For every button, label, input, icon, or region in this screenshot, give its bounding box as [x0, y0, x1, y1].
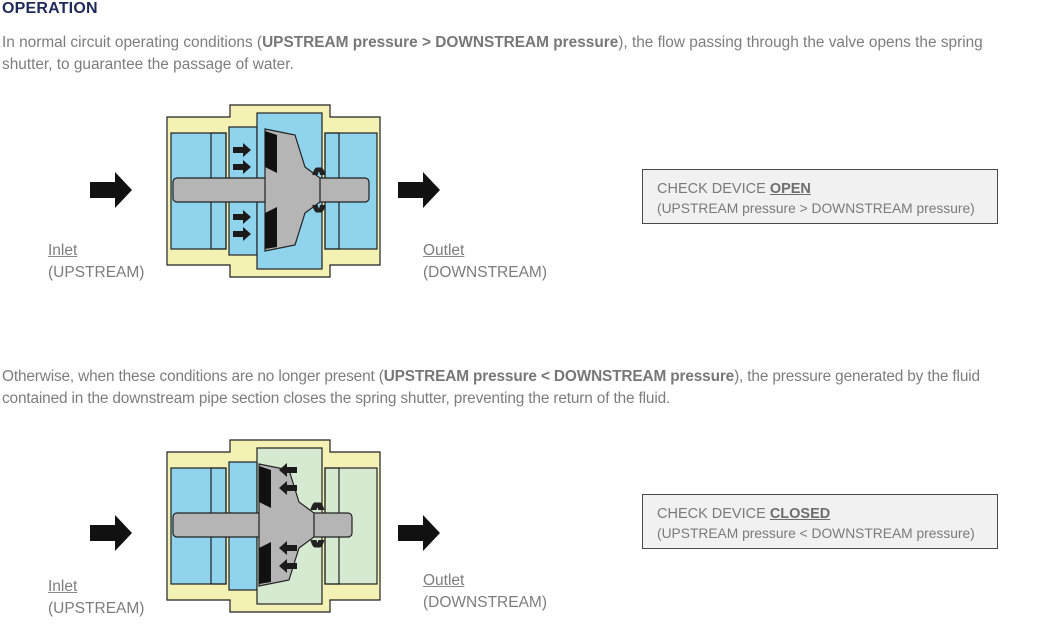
outlet-title: Outlet — [423, 242, 465, 259]
spring — [310, 502, 325, 548]
shutter-disc — [264, 128, 321, 252]
status-state: OPEN — [769, 181, 811, 197]
status-condition: (UPSTREAM pressure > DOWNSTREAM pressure… — [657, 201, 975, 216]
status-condition: (UPSTREAM pressure < DOWNSTREAM pressure… — [657, 526, 975, 541]
valve-diagram-open — [90, 104, 440, 278]
backflow-arrow-icon — [279, 559, 297, 573]
inlet-label-open: Inlet (UPSTREAM) — [48, 240, 144, 284]
backflow-arrow-icon — [279, 541, 297, 555]
flow-arrow-icon — [233, 143, 251, 157]
paragraph-condition: UPSTREAM pressure < DOWNSTREAM pressure — [383, 368, 735, 385]
inlet-title: Inlet — [48, 242, 78, 259]
paragraph-condition: UPSTREAM pressure > DOWNSTREAM pressure — [262, 34, 619, 51]
seal-bottom — [259, 542, 271, 584]
status-prefix: CHECK DEVICE — [657, 181, 770, 197]
status-prefix: CHECK DEVICE — [657, 506, 770, 522]
outlet-arrow-icon — [398, 172, 440, 208]
seal-bottom — [265, 207, 277, 249]
status-title: CHECK DEVICE CLOSED — [657, 505, 997, 524]
status-box-closed: CHECK DEVICE CLOSED (UPSTREAM pressure <… — [642, 494, 998, 549]
inlet-label-closed: Inlet (UPSTREAM) — [48, 576, 144, 620]
flow-arrow-icon — [233, 227, 251, 241]
backflow-arrow-icon — [279, 481, 297, 495]
status-state: CLOSED — [769, 506, 831, 522]
inlet-subtitle: (UPSTREAM) — [48, 600, 145, 617]
paragraph-text: ), the pressure generated by the fluid — [734, 368, 980, 385]
paragraph-text: Otherwise, when these conditions are no … — [2, 368, 384, 385]
outlet-label-open: Outlet (DOWNSTREAM) — [423, 240, 547, 284]
outlet-subtitle: (DOWNSTREAM) — [423, 264, 547, 281]
inlet-subtitle: (UPSTREAM) — [48, 264, 145, 281]
outlet-arrow-icon — [398, 515, 440, 551]
paragraph-text: ), the flow passing through the valve op… — [618, 34, 983, 51]
outlet-subtitle: (DOWNSTREAM) — [423, 594, 547, 611]
status-box-open: CHECK DEVICE OPEN (UPSTREAM pressure > D… — [642, 169, 998, 224]
backflow-arrow-icon — [279, 463, 297, 477]
paragraph-text: In normal circuit operating conditions ( — [2, 34, 263, 51]
section-heading: OPERATION — [2, 0, 98, 17]
seal-top — [265, 131, 277, 173]
seal-top — [259, 466, 271, 508]
status-title: CHECK DEVICE OPEN — [657, 180, 997, 199]
inlet-arrow-icon — [90, 515, 132, 551]
paragraph-text: contained in the downstream pipe section… — [2, 390, 671, 407]
valve-diagram-closed — [90, 439, 440, 613]
inlet-title: Inlet — [48, 578, 78, 595]
flow-arrow-icon — [233, 210, 251, 224]
paragraph-text: shutter, to guarantee the passage of wat… — [2, 56, 294, 73]
flow-arrow-icon — [233, 160, 251, 174]
spring — [312, 167, 326, 213]
outlet-title: Outlet — [423, 572, 465, 589]
outlet-label-closed: Outlet (DOWNSTREAM) — [423, 570, 547, 614]
shutter-disc — [258, 463, 315, 587]
operation-normal-paragraph: In normal circuit operating conditions (… — [2, 32, 1043, 76]
operation-reverse-paragraph: Otherwise, when these conditions are no … — [2, 366, 1043, 410]
inlet-arrow-icon — [90, 172, 132, 208]
